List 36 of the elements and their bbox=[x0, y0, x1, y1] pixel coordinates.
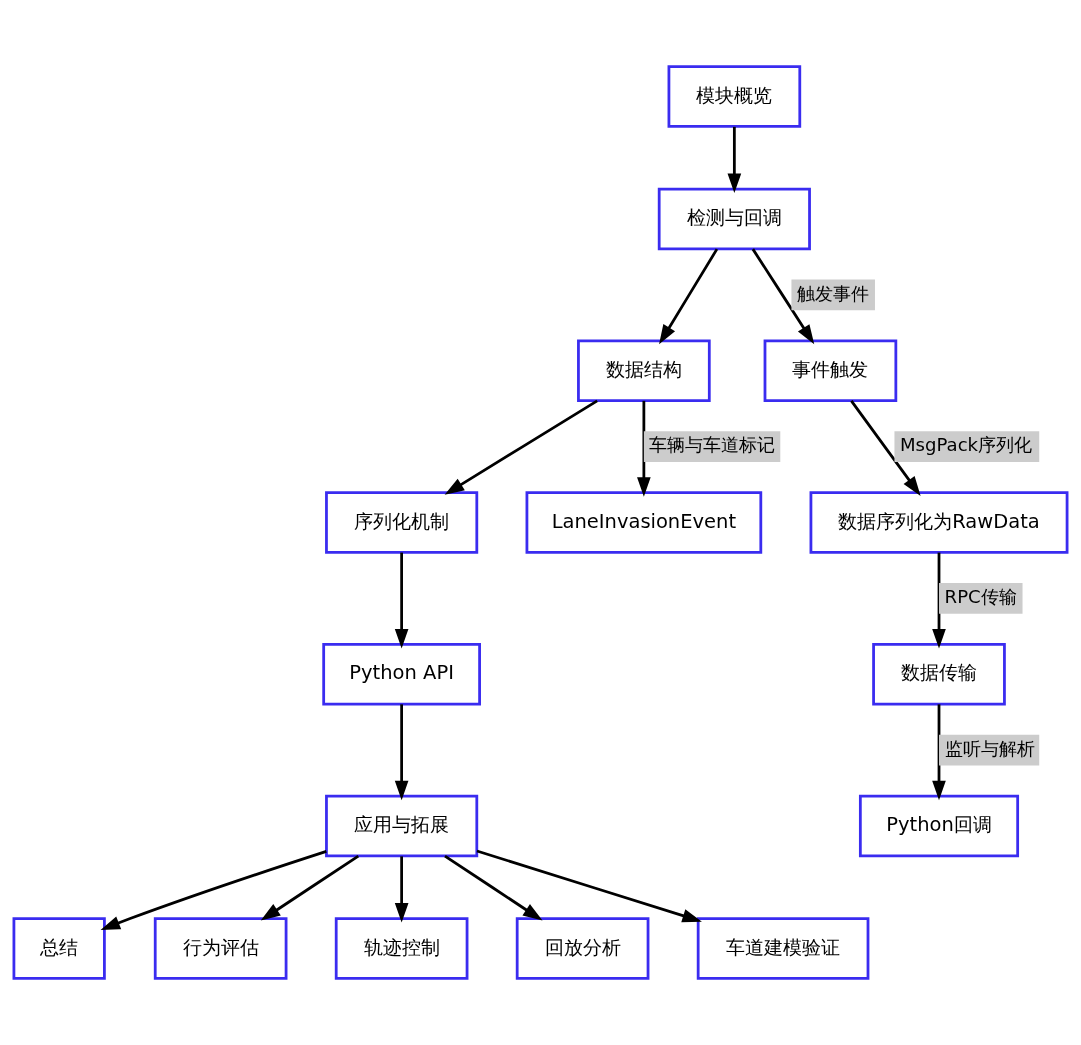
node-box: 总结 bbox=[12, 917, 106, 980]
arrow bbox=[444, 854, 543, 921]
arrow bbox=[394, 552, 409, 649]
edge-label: 触发事件 bbox=[797, 282, 869, 304]
node-box: 数据结构 bbox=[577, 339, 711, 403]
arrow bbox=[932, 704, 946, 801]
node-box: 轨迹控制 bbox=[334, 917, 469, 980]
node-box: 事件触发 bbox=[763, 339, 898, 403]
arrow bbox=[476, 849, 702, 923]
arrow bbox=[394, 856, 409, 923]
arrow bbox=[751, 248, 815, 345]
node-box: 应用与拓展 bbox=[325, 794, 479, 858]
node-box: 数据传输 bbox=[872, 642, 1006, 706]
arrow bbox=[260, 854, 360, 921]
node-box: 检测与回调 bbox=[657, 187, 811, 251]
edge-label: 车辆与车道标记 bbox=[649, 434, 776, 456]
arrow bbox=[850, 400, 921, 496]
edge-label: RPC传输 bbox=[944, 586, 1017, 608]
node-box: Python回调 bbox=[858, 794, 1020, 858]
node-box: 回放分析 bbox=[515, 917, 650, 980]
node-box: 序列化机制 bbox=[325, 491, 479, 554]
node-box: 数据序列化为RawData bbox=[809, 491, 1069, 554]
arrow bbox=[727, 126, 742, 194]
node-box: LaneInvasionEvent bbox=[525, 491, 763, 554]
node-box: 模块概览 bbox=[667, 65, 802, 128]
edge-label: 监听与解析 bbox=[944, 737, 1035, 759]
node-box: 车道建模验证 bbox=[696, 917, 870, 980]
node-box: Python API bbox=[322, 642, 481, 706]
arrow bbox=[932, 552, 946, 649]
arrow bbox=[444, 399, 598, 495]
node-box: 行为评估 bbox=[153, 917, 288, 980]
arrow bbox=[100, 850, 327, 930]
arrow bbox=[394, 704, 409, 801]
edge-label: MsgPack序列化 bbox=[900, 434, 1033, 456]
arrow bbox=[637, 400, 651, 497]
arrow bbox=[659, 248, 719, 345]
